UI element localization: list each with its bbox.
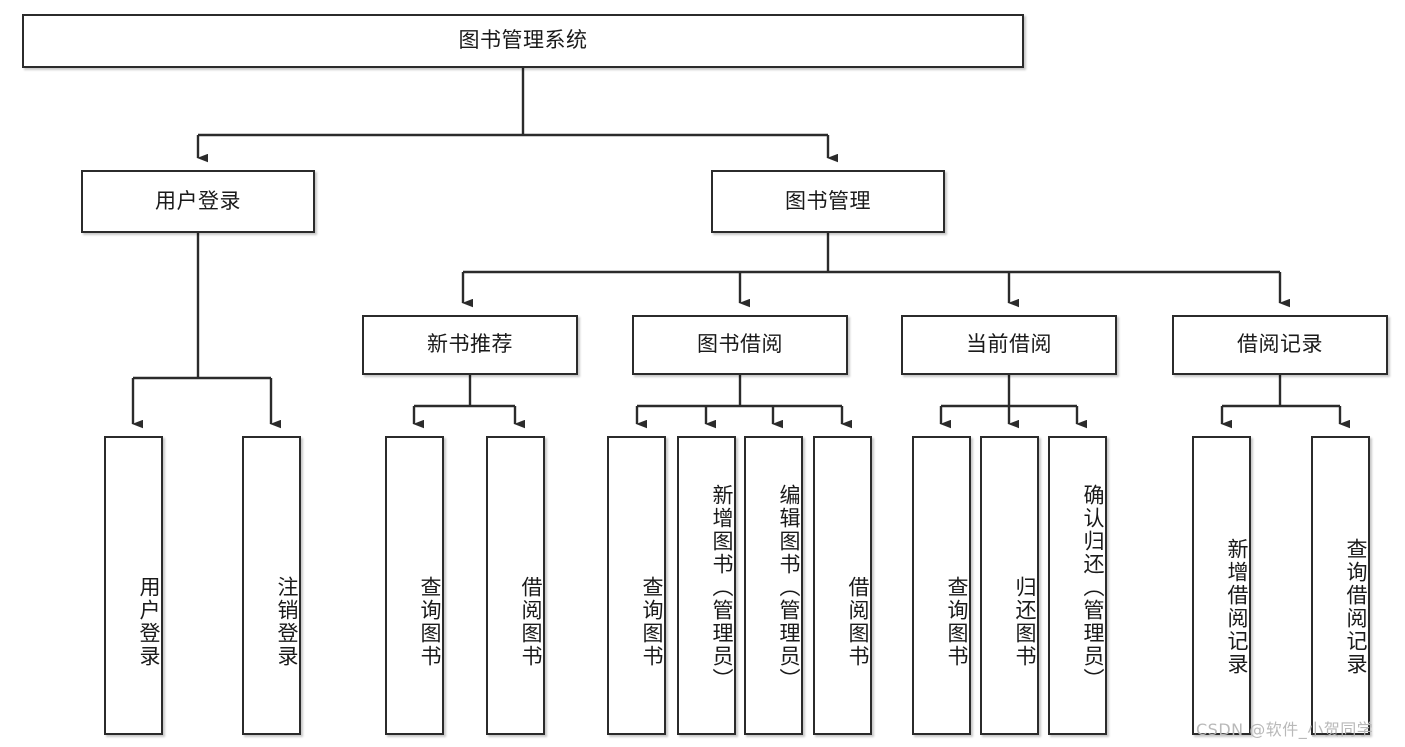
leaf-current-borrow-query-books[interactable]: 查询图书 <box>912 436 971 735</box>
csdn-watermark: CSDN @软件_小贺同学 <box>1196 720 1374 739</box>
node-user-login[interactable]: 用户登录 <box>81 170 315 233</box>
node-new-book-recommend[interactable]: 新书推荐 <box>362 315 578 375</box>
leaf-user-login-signout[interactable]: 注销登录 <box>242 436 301 735</box>
leaf-borrow-record-query-record[interactable]: 查询借阅记录 <box>1311 436 1370 735</box>
node-current-borrow[interactable]: 当前借阅 <box>901 315 1117 375</box>
leaf-new-book-borrow-books[interactable]: 借阅图书 <box>486 436 545 735</box>
leaf-current-borrow-confirm-return-admin[interactable]: 确认归还（管理员） <box>1048 436 1107 735</box>
leaf-current-borrow-return-books[interactable]: 归还图书 <box>980 436 1039 735</box>
node-root-book-management-system[interactable]: 图书管理系统 <box>22 14 1024 68</box>
node-book-management[interactable]: 图书管理 <box>711 170 945 233</box>
node-book-borrow[interactable]: 图书借阅 <box>632 315 848 375</box>
leaf-book-borrow-borrow-books[interactable]: 借阅图书 <box>813 436 872 735</box>
leaf-borrow-record-add-record[interactable]: 新增借阅记录 <box>1192 436 1251 735</box>
leaf-book-borrow-query-books[interactable]: 查询图书 <box>607 436 666 735</box>
leaf-book-borrow-edit-book-admin[interactable]: 编辑图书（管理员） <box>744 436 803 735</box>
leaf-user-login-signin[interactable]: 用户登录 <box>104 436 163 735</box>
node-borrow-record[interactable]: 借阅记录 <box>1172 315 1388 375</box>
leaf-book-borrow-add-book-admin[interactable]: 新增图书（管理员） <box>677 436 736 735</box>
leaf-new-book-query-books[interactable]: 查询图书 <box>385 436 444 735</box>
